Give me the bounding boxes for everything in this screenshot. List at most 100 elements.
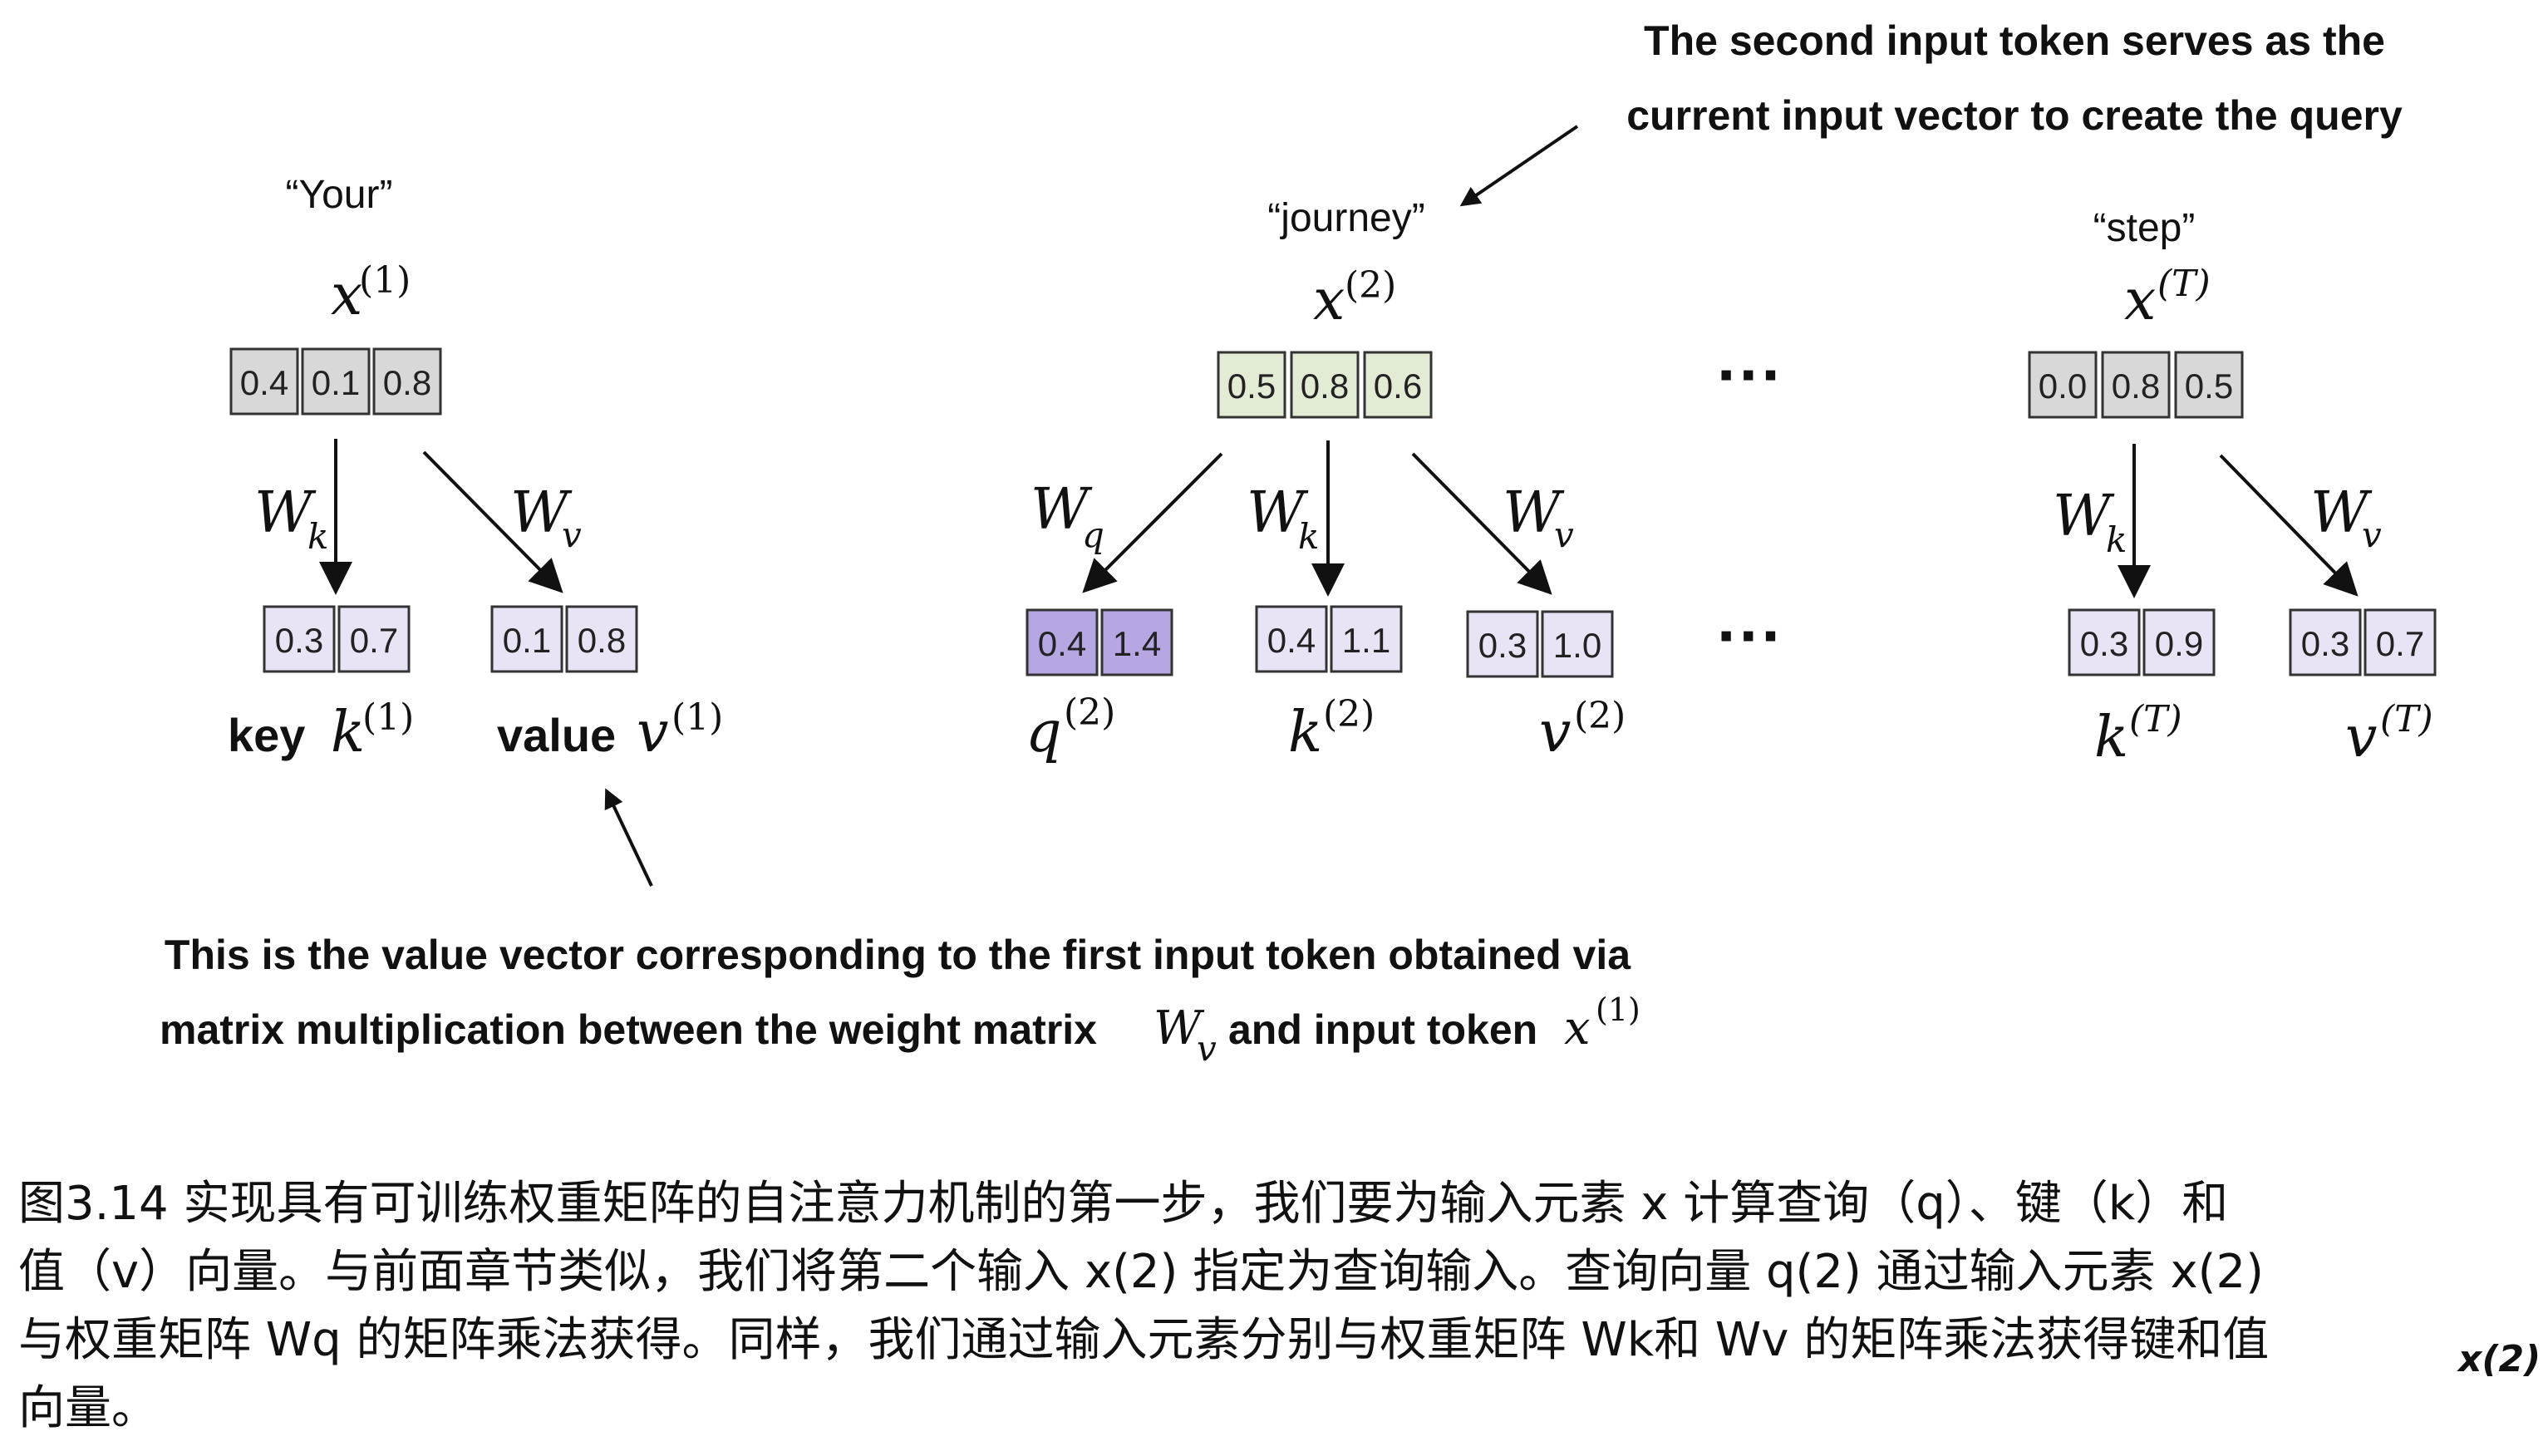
vector-cell (2142, 608, 2216, 676)
vector-value: 0.4 (1267, 621, 1316, 660)
vector-cell (2101, 351, 2171, 419)
value-label-prefix: value (497, 709, 616, 761)
token-step: “step” x (T) 0.0 0.8 0.5 W k W v 0.3 0.9… (2028, 206, 2437, 770)
vector-cell (1255, 605, 1328, 673)
weight-wv2-base: W (1503, 480, 1565, 546)
weight-wvT-sub: v (2362, 514, 2382, 555)
vector-cell (2028, 351, 2098, 419)
vector-value: 0.3 (2080, 624, 2128, 663)
vector-cell (1026, 608, 1099, 676)
weight-wv1-base: W (510, 480, 573, 546)
value-vector-v2: 0.3 1.0 (1466, 610, 1614, 678)
weight-wv2-sub: v (1554, 514, 1574, 555)
token-sup: (2) (1345, 264, 1396, 307)
attention-diagram: “Your” x (1) 0.4 0.1 0.8 W k W v 0.3 0.7… (160, 17, 2437, 1069)
input-vector-x1: 0.4 0.1 0.8 (229, 347, 442, 416)
key-vector-kT: 0.3 0.9 (2068, 608, 2216, 676)
query-label-var: q (1026, 700, 1062, 765)
vector-value: 0.9 (2155, 624, 2203, 663)
vector-value: 0.3 (275, 621, 323, 660)
weight-wk1-base: W (254, 480, 317, 546)
annotation-value-arrow (604, 788, 653, 887)
vector-value: 0.0 (2039, 366, 2087, 406)
weight-wq2-base: W (1031, 477, 1093, 543)
weight-wk1-sub: k (307, 516, 328, 557)
vector-cell (229, 347, 299, 416)
token-word: “step” (2093, 206, 2196, 250)
caption-line: 与权重矩阵 Wq 的矩阵乘法获得。同样，我们通过输入元素分别与权重矩阵 Wk和 … (18, 1313, 2270, 1367)
vector-cell (337, 605, 411, 673)
value-vector-v1: 0.1 0.8 (490, 605, 638, 673)
token-your: “Your” x (1) 0.4 0.1 0.8 W k W v 0.3 0.7… (228, 173, 723, 765)
vector-value: 0.8 (578, 621, 626, 660)
vector-value: 0.3 (2301, 624, 2349, 663)
ellipsis-bottom: ··· (1717, 598, 1783, 672)
vector-value: 0.8 (383, 363, 431, 402)
caption-line: 图3.14 实现具有可训练权重矩阵的自注意力机制的第一步，我们要为输入元素 x … (18, 1177, 2229, 1231)
arrow-wvT (2219, 454, 2359, 597)
vector-cell (301, 347, 371, 416)
vector-cell (1217, 351, 1286, 419)
vector-value: 1.4 (1113, 624, 1161, 663)
arrow-wv2 (1411, 452, 1552, 595)
token-var: x (1313, 268, 1345, 333)
vector-cell (372, 347, 442, 416)
weight-wvT-base: W (2310, 480, 2373, 546)
annotation-query-line2: current input vector to create the query (1626, 92, 2403, 139)
token-sup: (T) (2157, 263, 2211, 305)
weight-wv1-sub: v (562, 514, 582, 555)
annotation-value-line2b: and input token (1228, 1006, 1537, 1053)
weight-wk2-base: W (1247, 480, 1309, 546)
vector-value: 1.1 (1342, 621, 1390, 660)
vector-value: 0.5 (1227, 366, 1276, 406)
key-label-var: k (2094, 705, 2128, 770)
vector-cell (1100, 608, 1173, 676)
vector-value: 0.4 (240, 363, 288, 402)
value-label-var: v (1539, 700, 1571, 765)
vector-value: 0.1 (312, 363, 360, 402)
vector-cell (2364, 608, 2437, 676)
query-vector-q2: 0.4 1.4 (1026, 608, 1173, 676)
value-vector-vT: 0.3 0.7 (2289, 608, 2437, 676)
input-vector-xT: 0.0 0.8 0.5 (2028, 351, 2244, 419)
annotation-query-arrow (1459, 125, 1579, 207)
vector-cell (1363, 351, 1433, 419)
vector-value: 0.8 (2112, 366, 2160, 406)
vector-value: 0.1 (503, 621, 551, 660)
weight-wk2-sub: k (1298, 516, 1319, 557)
figure-caption: 图3.14 实现具有可训练权重矩阵的自注意力机制的第一步，我们要为输入元素 x … (18, 1170, 2511, 1443)
vector-cell (1541, 610, 1614, 678)
key-label-prefix: key (228, 709, 305, 761)
value-label-var: v (2345, 705, 2377, 770)
annotation-value-line1: This is the value vector corresponding t… (165, 932, 1631, 978)
value-label-sup: (1) (671, 696, 723, 739)
value-label-sup: (T) (2380, 698, 2433, 740)
annotation-value-x: x (1564, 1001, 1591, 1055)
token-var: x (2124, 268, 2156, 333)
vector-value: 0.8 (1301, 366, 1349, 406)
vector-value: 0.3 (1478, 626, 1527, 665)
key-vector-k1: 0.3 0.7 (263, 605, 411, 673)
key-label-sup: (T) (2129, 698, 2182, 740)
arrow-wq2 (1082, 452, 1223, 593)
vector-value: 1.0 (1553, 626, 1601, 665)
token-sup: (1) (359, 259, 411, 302)
value-label-var: v (637, 700, 668, 765)
annotation-value-xsup: (1) (1596, 991, 1640, 1028)
key-label-var: k (1288, 700, 1322, 765)
vector-cell (1330, 605, 1403, 673)
ellipsis-top: ··· (1717, 337, 1783, 411)
vector-cell (1466, 610, 1539, 678)
token-var: x (331, 263, 362, 328)
vector-cell (1290, 351, 1360, 419)
weight-wkT-base: W (2053, 484, 2115, 549)
query-label-sup: (2) (1064, 691, 1115, 734)
vector-value: 0.7 (350, 621, 398, 660)
caption-line: 向量。 (18, 1381, 158, 1435)
value-label-sup: (2) (1574, 695, 1626, 737)
vector-cell (490, 605, 563, 673)
vector-value: 0.7 (2376, 624, 2424, 663)
annotation-value: This is the value vector corresponding t… (160, 788, 1640, 1069)
vector-cell (2174, 351, 2244, 419)
key-label-var: k (331, 700, 365, 765)
